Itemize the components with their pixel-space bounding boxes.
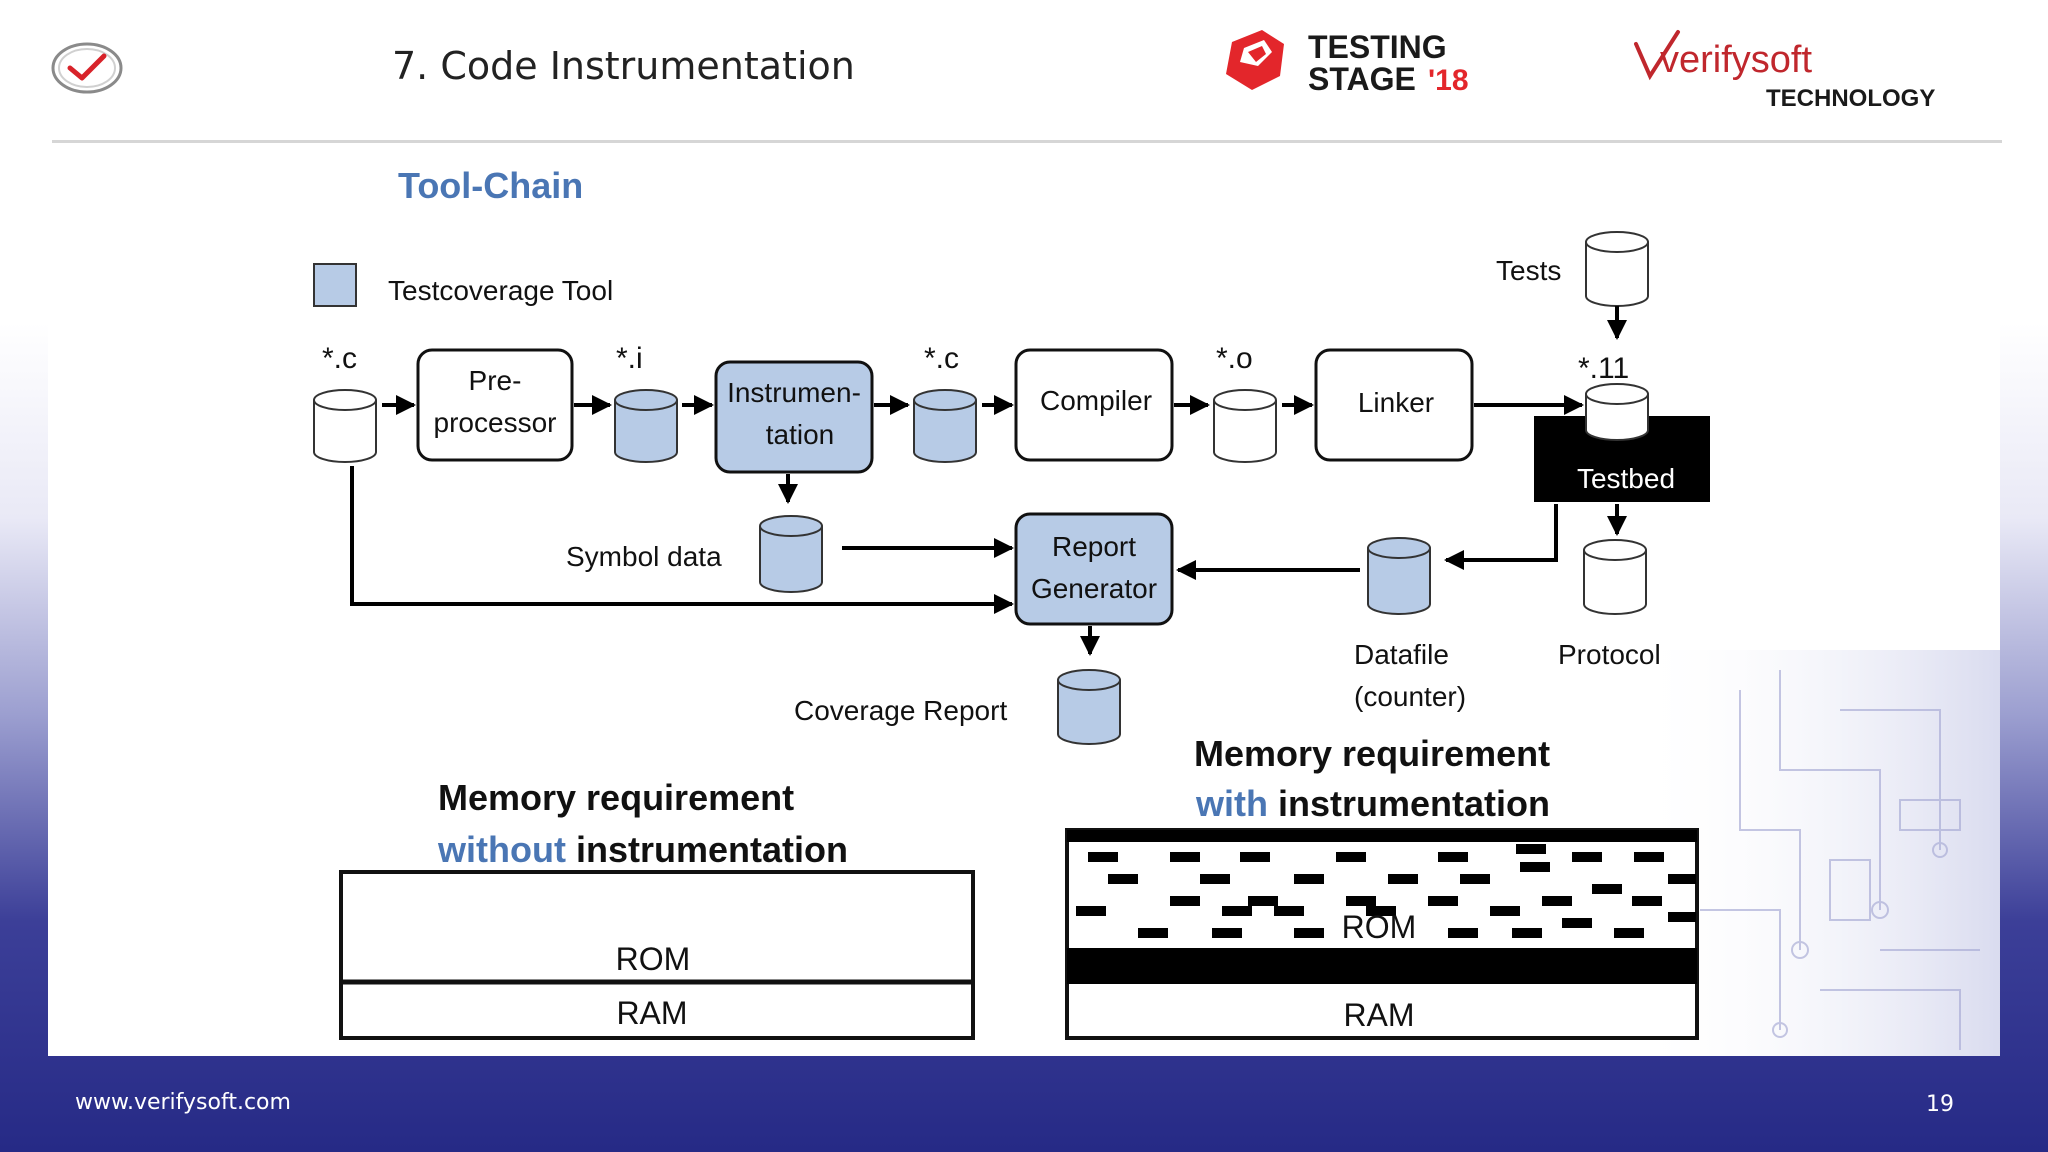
memory-without-block (339, 870, 975, 1040)
box-linker-label: Linker (1358, 387, 1434, 418)
memory-with-heading-line1: Memory requirement (1194, 733, 1550, 774)
cylinder-coverage-report (1057, 669, 1121, 745)
file-label-datafile-line2: (counter) (1354, 681, 1466, 712)
memory-without-heading-line1: Memory requirement (438, 777, 794, 818)
file-label-object: *.o (1216, 342, 1253, 375)
memory-with-ram: RAM (1343, 997, 1414, 1033)
file-label-preprocessed: *.i (616, 342, 643, 375)
box-compiler-label: Compiler (1040, 385, 1152, 416)
file-label-protocol: Protocol (1558, 639, 1661, 670)
cylinder-tests (1585, 231, 1649, 307)
file-label-source: *.c (322, 342, 357, 375)
flow-arrows (350, 306, 1627, 656)
memory-without-heading-line2: without instrumentation (437, 829, 848, 870)
file-label-datafile-line1: Datafile (1354, 639, 1449, 670)
box-instrumentation-line2: tation (766, 419, 835, 450)
box-linker (1314, 348, 1474, 462)
cylinder-object (1213, 389, 1277, 463)
header-divider (52, 140, 2002, 143)
toolchain-subtitle: Tool-Chain (398, 165, 583, 206)
cylinder-instrumented (913, 389, 977, 463)
memory-with-heading-line2: with instrumentation (1195, 783, 1550, 824)
box-instrumentation (714, 360, 874, 474)
testing-stage-line1: TESTING (1308, 29, 1447, 65)
memory-with-rom: ROM (1342, 909, 1417, 945)
file-label-tests: Tests (1496, 255, 1561, 286)
file-label-coverage-report: Coverage Report (794, 695, 1007, 726)
legend-swatch (313, 263, 357, 307)
memory-without-ram: RAM (616, 995, 687, 1031)
slide-header (0, 0, 2048, 142)
memory-with-top-band (1067, 830, 1697, 842)
box-preprocessor-line2: processor (434, 407, 557, 438)
testing-stage-year: '18 (1428, 64, 1469, 97)
cylinder-datafile (1367, 537, 1431, 615)
box-testbed-label: Testbed (1577, 463, 1675, 494)
page-number: 19 (1926, 1092, 1954, 1117)
memory-with-accent: with (1195, 783, 1268, 824)
slide-title: 7. Code Instrumentation (392, 44, 855, 88)
cylinder-executable (1585, 383, 1649, 441)
box-report-generator (1014, 512, 1174, 626)
box-preprocessor (416, 348, 574, 462)
memory-without-rom: ROM (616, 941, 691, 977)
legend-label: Testcoverage Tool (388, 275, 613, 306)
verifysoft-name: verifysoft (1660, 39, 1812, 81)
arrow-source-to-report (350, 466, 1014, 614)
memory-with-rest: instrumentation (1268, 783, 1550, 824)
testing-stage-mark-icon (1226, 30, 1284, 90)
cylinder-preprocessed (614, 389, 678, 463)
memory-without-accent: without (437, 829, 566, 870)
testing-stage-logo-icon: TESTING STAGE '18 (1226, 29, 1469, 97)
file-label-instrumented: *.c (924, 342, 959, 375)
cylinder-protocol (1583, 539, 1647, 615)
checkmark-circle-icon (51, 42, 123, 94)
testing-stage-line2: STAGE (1308, 61, 1416, 97)
memory-without-rest: instrumentation (566, 829, 848, 870)
file-label-executable: *.11 (1578, 352, 1629, 385)
box-report-generator-line2: Generator (1031, 573, 1157, 604)
footer-url[interactable]: www.verifysoft.com (75, 1090, 291, 1115)
cylinder-symbol-data (759, 515, 823, 593)
arrow-testbed-to-datafile (1444, 504, 1558, 570)
box-instrumentation-line1: Instrumen- (727, 377, 861, 408)
verifysoft-logo-icon: verifysoft TECHNOLOGY (1634, 30, 1935, 112)
box-preprocessor-line1: Pre- (469, 365, 522, 396)
cylinder-source (313, 389, 377, 463)
file-label-symbol-data: Symbol data (566, 541, 722, 572)
box-compiler (1014, 348, 1174, 462)
box-report-generator-line1: Report (1052, 531, 1136, 562)
memory-with-instrumentation-band (1067, 948, 1697, 984)
verifysoft-tagline: TECHNOLOGY (1766, 85, 1935, 112)
memory-with-instrumentation-dashes (1076, 844, 1696, 938)
